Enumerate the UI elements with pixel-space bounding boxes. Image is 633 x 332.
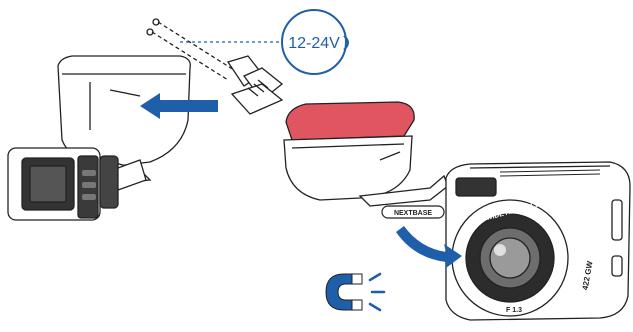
brand-label: NEXTBASE xyxy=(394,210,432,217)
right-mount xyxy=(283,101,449,207)
dash-camera xyxy=(445,161,631,321)
left-camera xyxy=(7,147,147,221)
arrow-icon xyxy=(140,93,218,119)
brand-tag: NEXTBASE xyxy=(381,205,445,219)
voltage-callout: 12-24V xyxy=(180,9,349,75)
aperture-label: F 1.3 xyxy=(506,307,522,314)
curved-arrow-icon xyxy=(396,226,462,268)
magnet-icon xyxy=(325,272,386,312)
power-cable-icon xyxy=(146,18,284,115)
voltage-label: 12-24V xyxy=(288,35,340,52)
